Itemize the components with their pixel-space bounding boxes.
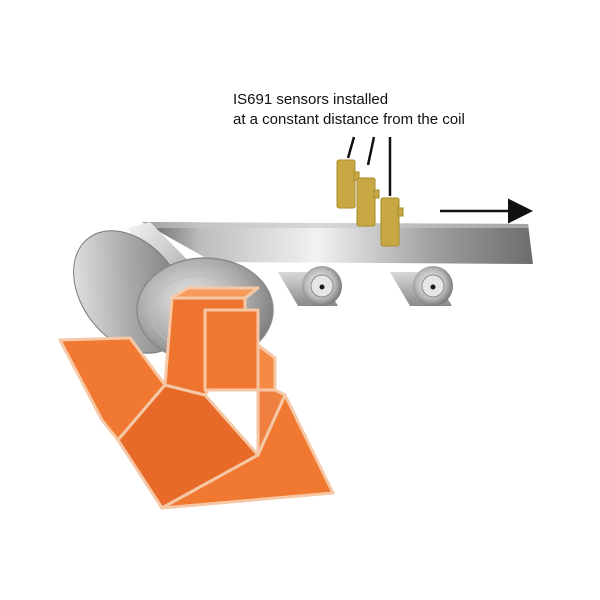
leader-lines xyxy=(346,136,392,196)
metal-strip xyxy=(142,222,533,264)
leader-line-2 xyxy=(366,136,376,166)
frame-block xyxy=(203,308,260,392)
sensor-3 xyxy=(380,197,404,247)
annotation-line-1: IS691 sensors installed xyxy=(233,91,388,108)
leader-line-1 xyxy=(346,136,356,159)
support-roller-2 xyxy=(390,266,453,306)
frame-side-step xyxy=(256,343,277,392)
uncoiler-frame xyxy=(58,286,335,510)
support-roller-1 xyxy=(278,266,342,306)
sensors xyxy=(336,159,404,247)
sensor-2 xyxy=(356,177,380,227)
sensor-1 xyxy=(336,159,360,209)
annotation-line-2: at a constant distance from the coil xyxy=(233,111,465,128)
frame-side-lower xyxy=(256,388,287,457)
frame-top xyxy=(170,286,260,300)
frame-front-face xyxy=(116,383,260,510)
